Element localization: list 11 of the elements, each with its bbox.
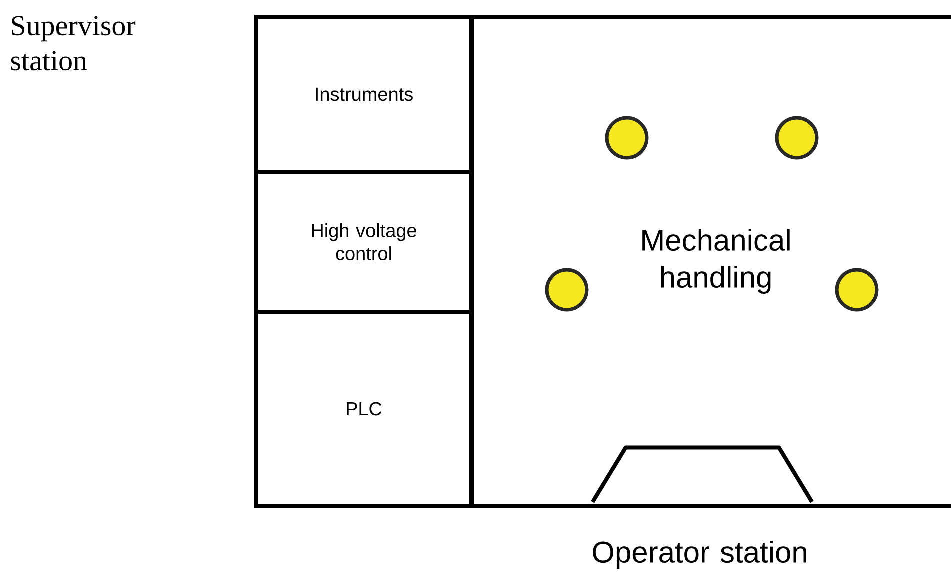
circle bbox=[605, 116, 649, 160]
circle bbox=[835, 268, 879, 312]
circle bbox=[545, 268, 589, 312]
cell: PLC bbox=[254, 310, 474, 508]
label: Supervisor station bbox=[11, 16, 136, 71]
cell: Instruments bbox=[254, 15, 474, 174]
circle bbox=[775, 116, 819, 160]
panel: Mechanical handling bbox=[470, 15, 951, 508]
trapezoid bbox=[591, 446, 814, 504]
label: Operator station bbox=[593, 541, 806, 569]
cell: High voltage control bbox=[254, 170, 474, 314]
